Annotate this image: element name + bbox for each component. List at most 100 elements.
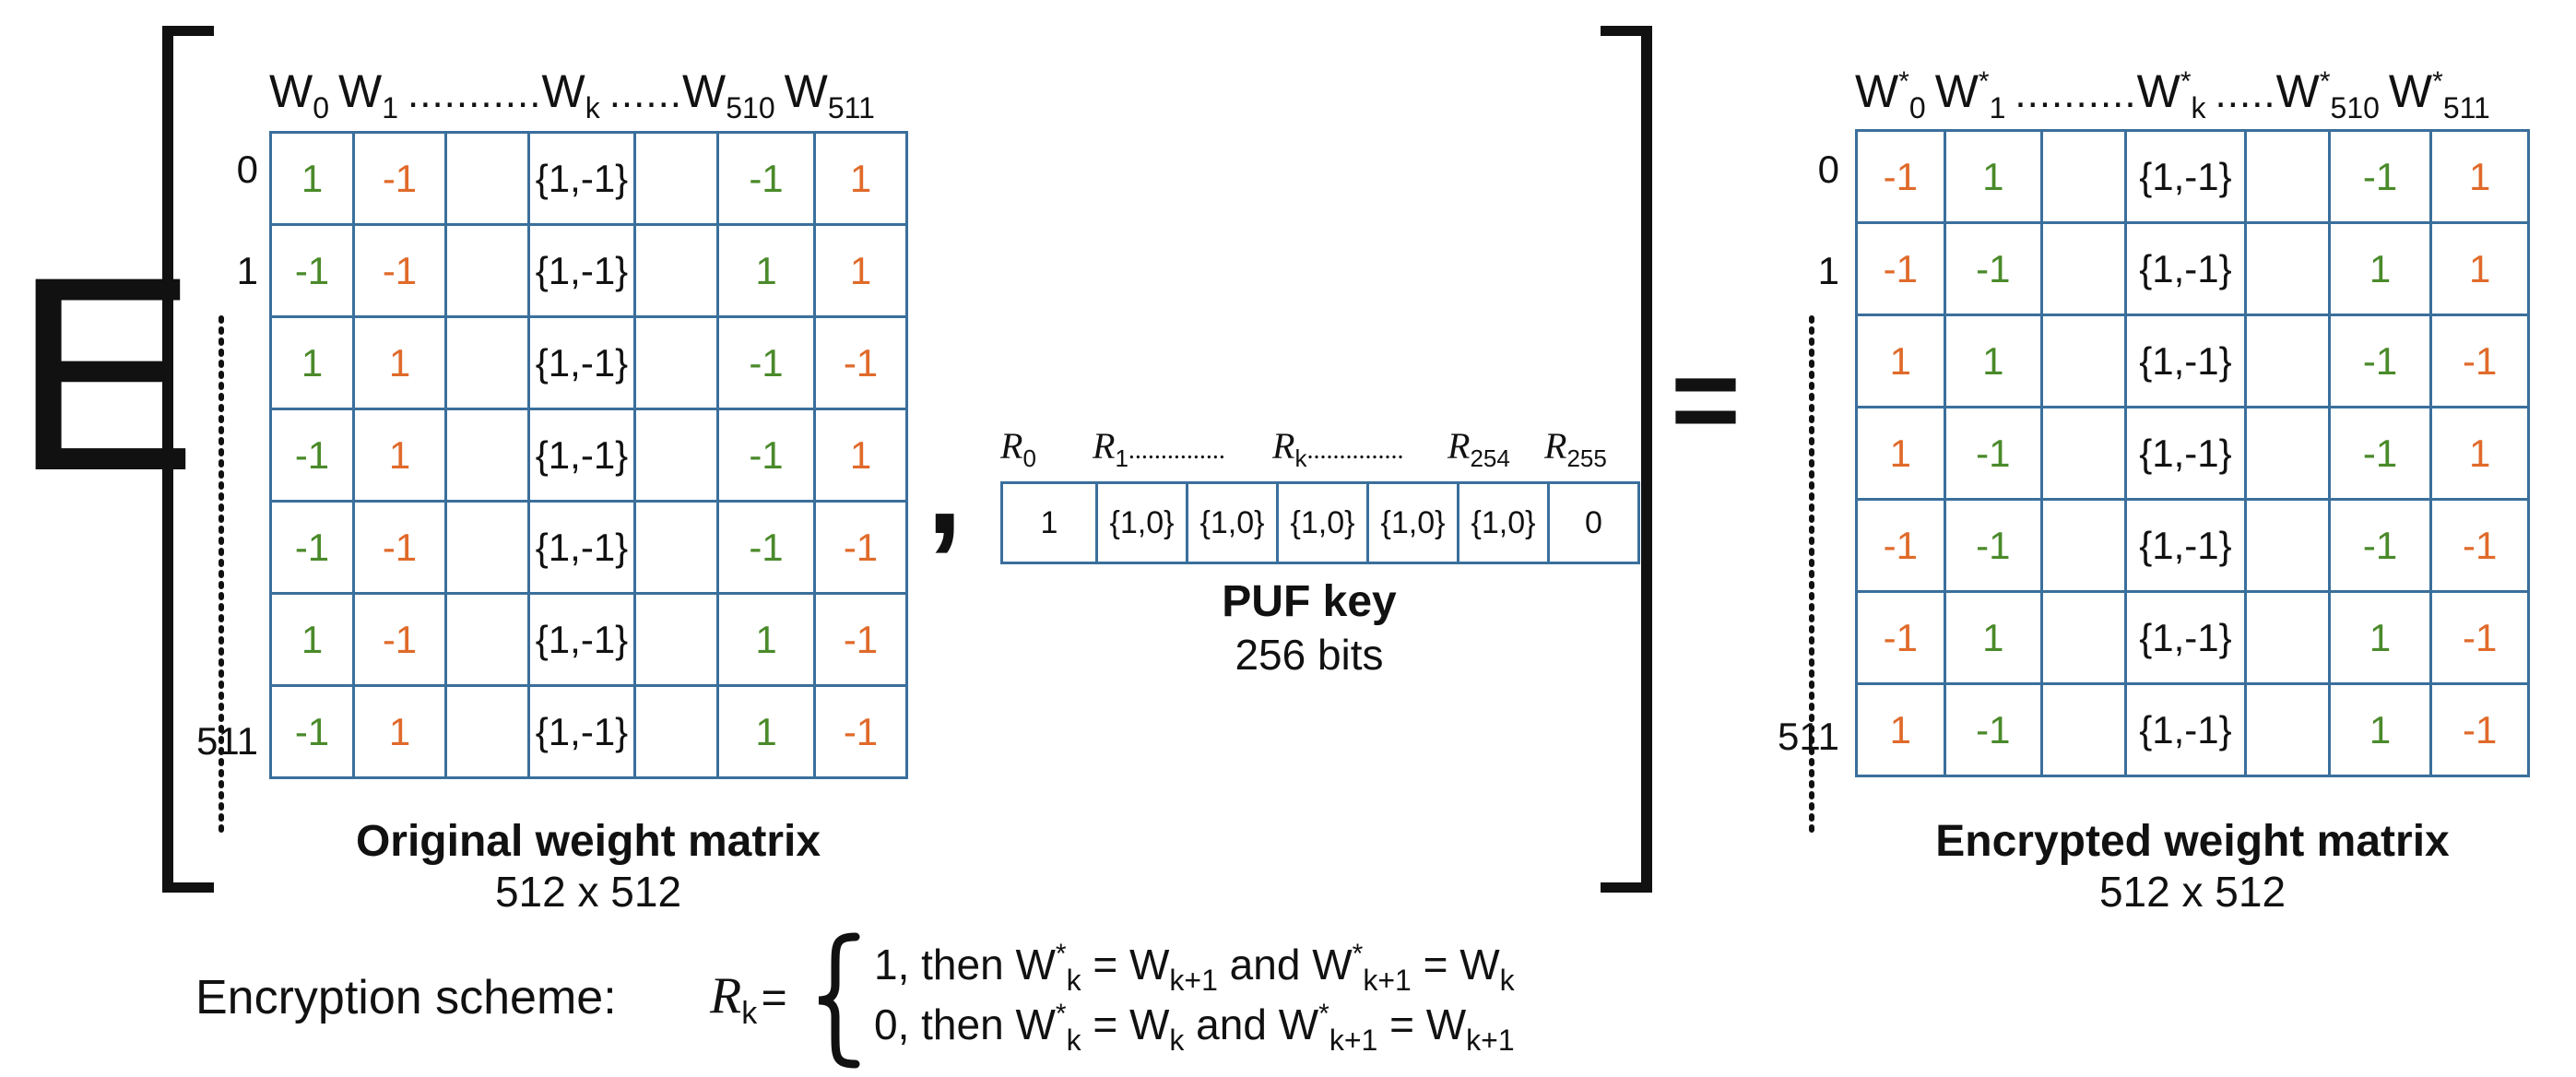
puf-key-cell: {1,0} bbox=[1457, 481, 1550, 564]
original-cell: -1 bbox=[813, 500, 908, 595]
original-cell bbox=[444, 592, 530, 687]
encrypted-cell: -1 bbox=[1943, 406, 2044, 501]
encrypted-matrix-row: 1-1{1,-1}1-1 bbox=[1855, 682, 2530, 777]
puf-label-dots: ............... bbox=[1128, 436, 1225, 465]
encrypted-cell: 1 bbox=[1855, 406, 1946, 501]
row-label-0: 0 bbox=[236, 148, 258, 191]
header-sup: * bbox=[2180, 66, 2192, 97]
original-cell: {1,-1} bbox=[527, 592, 636, 687]
equals-sign: = bbox=[1671, 332, 1741, 467]
encrypted-header-1: W*1 bbox=[1935, 65, 2006, 125]
scheme-text: 1, then W bbox=[874, 941, 1056, 988]
encrypted-cell bbox=[2244, 498, 2331, 593]
scheme-sub: k+1 bbox=[1466, 1024, 1515, 1057]
original-header-510: W510 bbox=[682, 65, 775, 125]
encrypted-cell: -1 bbox=[2327, 314, 2433, 408]
original-cell: 1 bbox=[269, 315, 355, 410]
scheme-sub: k+1 bbox=[1363, 964, 1412, 997]
header-sup: * bbox=[2432, 66, 2443, 97]
puf-label-sub: k bbox=[1294, 444, 1307, 472]
puf-key-row: 1{1,0}{1,0}{1,0}{1,0}{1,0}0 bbox=[1000, 481, 1640, 564]
original-cell: -1 bbox=[269, 223, 355, 318]
header-base: W bbox=[784, 65, 828, 117]
original-caption-size: 512 x 512 bbox=[494, 868, 682, 916]
header-base: W bbox=[541, 65, 585, 117]
encrypted-cell bbox=[2040, 590, 2127, 685]
puf-label-base: R bbox=[1093, 425, 1116, 467]
encrypted-cell bbox=[2040, 682, 2127, 777]
encrypted-caption-title: Encrypted weight matrix bbox=[1935, 817, 2450, 866]
encrypted-cell: 1 bbox=[2429, 221, 2530, 316]
encrypted-caption-size: 512 x 512 bbox=[2098, 868, 2286, 916]
original-cell: -1 bbox=[813, 592, 908, 687]
scheme-text: = W bbox=[1081, 1000, 1170, 1048]
encrypted-cell: 1 bbox=[2327, 682, 2433, 777]
original-cell bbox=[633, 315, 719, 410]
encrypted-cell: {1,-1} bbox=[2123, 221, 2248, 316]
header-sup: * bbox=[1898, 66, 1909, 97]
original-cell: 1 bbox=[716, 592, 816, 687]
scheme-sup: * bbox=[1055, 999, 1067, 1029]
encrypted-cell: -1 bbox=[2327, 129, 2433, 224]
original-cell: {1,-1} bbox=[527, 408, 636, 503]
encrypted-cell: 1 bbox=[1855, 314, 1946, 408]
right-bracket-icon bbox=[1601, 26, 1652, 893]
scheme-sub: k bbox=[1169, 1024, 1185, 1057]
rk-sub: k bbox=[741, 996, 758, 1032]
scheme-sub: k bbox=[1066, 964, 1081, 997]
puf-key-cell: 1 bbox=[1000, 481, 1098, 564]
encrypted-cell: 1 bbox=[2429, 129, 2530, 224]
puf-label-sub: 0 bbox=[1022, 444, 1036, 472]
puf-caption-size: 256 bits bbox=[1235, 631, 1384, 679]
original-cell: -1 bbox=[352, 500, 447, 595]
original-cell: -1 bbox=[716, 131, 816, 226]
encrypted-header-510: W*510 bbox=[2276, 65, 2380, 125]
original-cell bbox=[444, 131, 530, 226]
encrypted-cell bbox=[2244, 221, 2331, 316]
original-cell: -1 bbox=[269, 500, 355, 595]
header-sub: 1 bbox=[1989, 91, 2006, 124]
scheme-line-1: 1, then W*k = Wk+1 and W*k+1 = Wk bbox=[874, 939, 1515, 998]
header-sub: 1 bbox=[382, 91, 398, 124]
encrypted-cell: 1 bbox=[1943, 129, 2044, 224]
scheme-sub: k+1 bbox=[1169, 964, 1218, 997]
encrypted-cell bbox=[2244, 682, 2331, 777]
puf-label-sub: 1 bbox=[1115, 444, 1128, 472]
scheme-text: and W bbox=[1217, 941, 1353, 988]
original-header-k: Wk bbox=[541, 65, 599, 125]
scheme-sub: k bbox=[1499, 964, 1515, 997]
original-cell: 1 bbox=[269, 131, 355, 226]
original-cell: 1 bbox=[716, 223, 816, 318]
puf-label-base: R bbox=[1544, 425, 1567, 467]
encrypted-cell: 1 bbox=[2327, 221, 2433, 316]
comma-separator: , bbox=[927, 416, 963, 561]
original-cell: -1 bbox=[813, 684, 908, 779]
original-cell bbox=[633, 408, 719, 503]
puf-key-cell: {1,0} bbox=[1276, 481, 1369, 564]
encrypted-cell bbox=[2040, 406, 2127, 501]
row-label-511: 511 bbox=[196, 719, 258, 763]
header-base: W bbox=[338, 65, 383, 117]
original-cell: -1 bbox=[269, 408, 355, 503]
original-cell bbox=[633, 592, 719, 687]
left-bracket-icon bbox=[162, 26, 214, 893]
original-cell: -1 bbox=[716, 500, 816, 595]
scheme-text: and W bbox=[1184, 1000, 1319, 1048]
rk-equals: = bbox=[761, 974, 787, 1023]
scheme-sup: * bbox=[1352, 939, 1364, 969]
puf-label-rk: Rk............... bbox=[1272, 424, 1403, 473]
encrypted-header-k: W*k bbox=[2137, 65, 2206, 125]
original-header-dots: ...... bbox=[609, 71, 683, 116]
encrypted-cell: {1,-1} bbox=[2123, 590, 2248, 685]
original-matrix-row: 1-1{1,-1}1-1 bbox=[269, 592, 908, 687]
header-sup: * bbox=[1978, 66, 1990, 97]
original-cell: 1 bbox=[352, 408, 447, 503]
